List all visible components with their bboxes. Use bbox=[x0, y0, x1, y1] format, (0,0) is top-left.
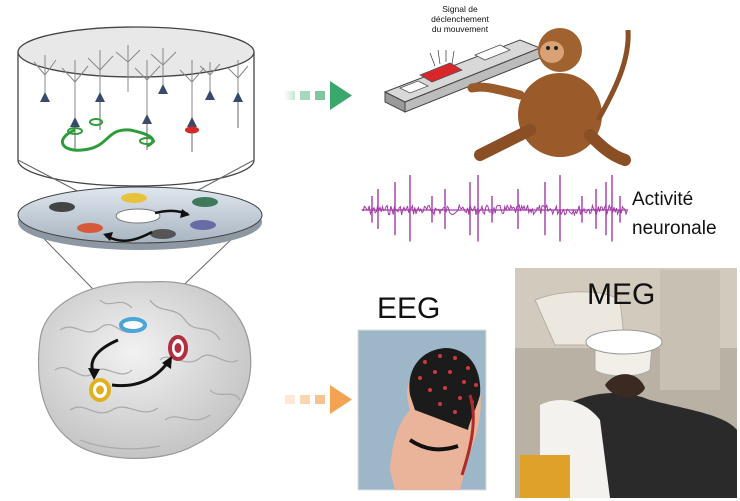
monkey-task: Signal de déclenchement du mouvement bbox=[385, 4, 628, 160]
dashed-right-arrow-icon bbox=[330, 385, 352, 414]
meg-label: MEG bbox=[587, 278, 655, 311]
dashed-right-arrow-icon bbox=[330, 81, 352, 110]
cortical-column bbox=[18, 27, 254, 186]
bottom-arrow bbox=[285, 385, 352, 414]
population-disk bbox=[18, 187, 262, 250]
signal-label-line3: du mouvement bbox=[432, 24, 489, 34]
eeg-label: EEG bbox=[377, 292, 440, 325]
activity-label-line1: Activité bbox=[632, 189, 693, 210]
signal-label-line1: Signal de bbox=[442, 4, 478, 14]
activity-label-line2: neuronale bbox=[632, 218, 717, 239]
top-arrow bbox=[285, 81, 352, 110]
signal-label-line2: déclenchement bbox=[431, 14, 489, 24]
red-neuron-marker bbox=[185, 127, 199, 134]
brain bbox=[39, 282, 251, 459]
neural-activity-trace bbox=[362, 175, 628, 242]
eeg-photo bbox=[358, 330, 486, 490]
